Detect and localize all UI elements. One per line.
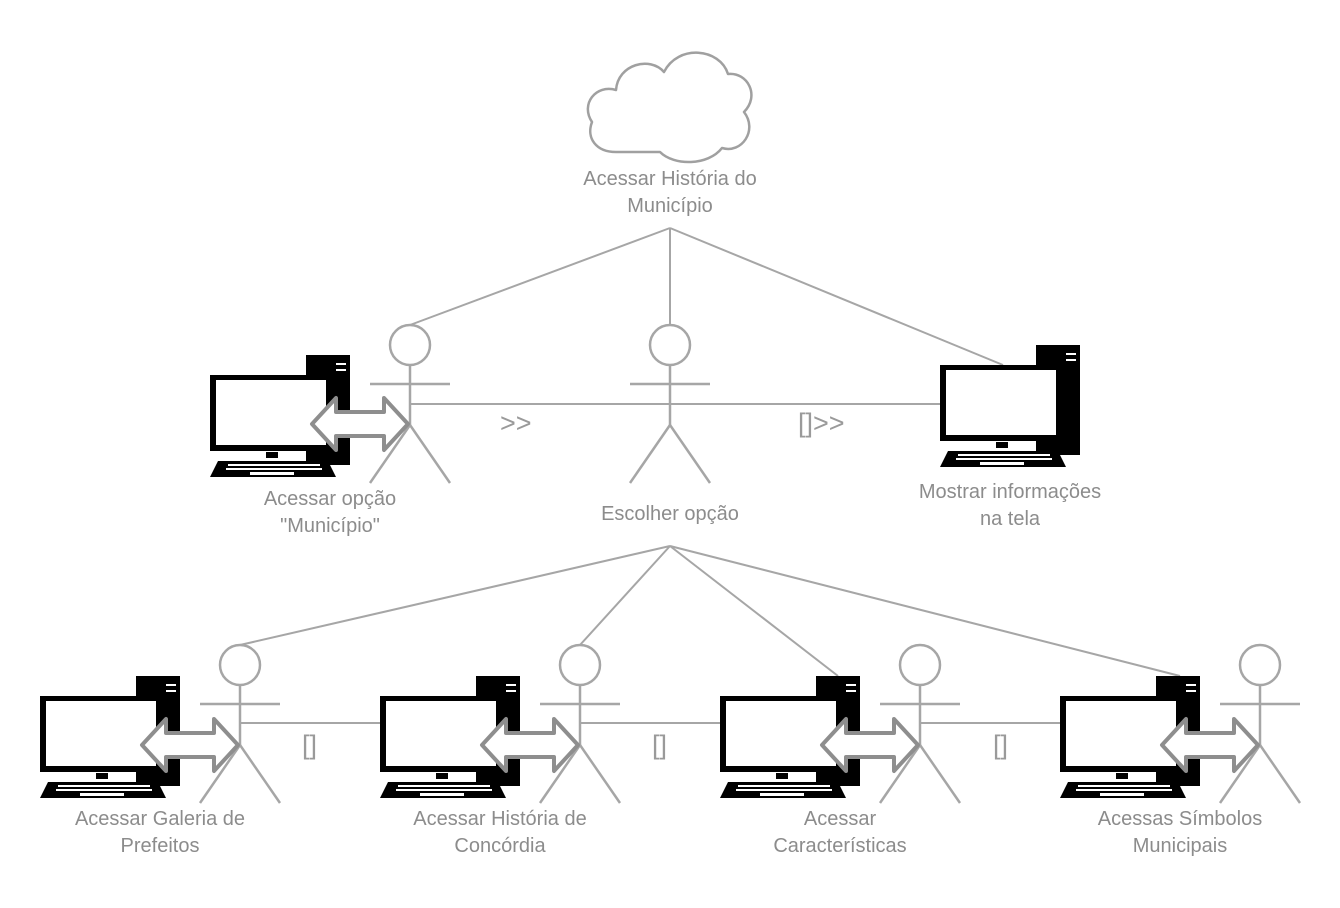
label-line1: Acessar bbox=[803, 808, 877, 830]
double-arrow-icon bbox=[140, 717, 240, 773]
operator-choice: [] bbox=[993, 730, 1009, 760]
label-line2: na tela bbox=[979, 508, 1041, 530]
root-label-line2: Município bbox=[627, 195, 713, 217]
double-arrow-icon bbox=[480, 717, 580, 773]
task-label-historia-concordia: Acessar História de Concórdia bbox=[380, 806, 620, 860]
double-arrow-icon bbox=[310, 396, 410, 452]
label-line1: Acessas Símbolos bbox=[1097, 808, 1263, 830]
task-label-simbolos-municipais: Acessas Símbolos Municipais bbox=[1060, 806, 1300, 860]
task-label-escolher-opcao: Escolher opção bbox=[550, 501, 790, 528]
label-line2: "Município" bbox=[280, 515, 380, 537]
label-line1: Acessar História de bbox=[413, 808, 587, 830]
label-line2: Concórdia bbox=[454, 835, 546, 857]
cloud-icon bbox=[586, 51, 753, 164]
task-label-galeria-prefeitos: Acessar Galeria de Prefeitos bbox=[40, 806, 280, 860]
task-label-caracteristicas: Acessar Características bbox=[720, 806, 960, 860]
label-line2: Municipais bbox=[1132, 835, 1228, 857]
operator-enabling: >> bbox=[500, 408, 532, 438]
label-line2: Prefeitos bbox=[120, 835, 200, 857]
connector-lines bbox=[239, 227, 1181, 724]
double-arrow-icon bbox=[1160, 717, 1260, 773]
operator-choice: [] bbox=[302, 730, 318, 760]
label-line1: Acessar opção bbox=[263, 488, 397, 510]
task-label-mostrar-informacoes: Mostrar informações na tela bbox=[890, 479, 1130, 533]
root-label-line1: Acessar História do bbox=[583, 168, 757, 190]
label-line2: Características bbox=[773, 835, 907, 857]
operator-choice-enabling: []>> bbox=[798, 408, 845, 438]
label-line1: Mostrar informações bbox=[918, 481, 1102, 503]
operator-choice: [] bbox=[652, 730, 668, 760]
label-line1: Acessar Galeria de bbox=[74, 808, 246, 830]
computer-icon bbox=[940, 345, 1080, 467]
root-task-label: Acessar História do Município bbox=[550, 166, 790, 220]
label-line1: Escolher opção bbox=[601, 503, 739, 525]
double-arrow-icon bbox=[820, 717, 920, 773]
task-label-acessar-opcao: Acessar opção "Município" bbox=[210, 486, 450, 540]
